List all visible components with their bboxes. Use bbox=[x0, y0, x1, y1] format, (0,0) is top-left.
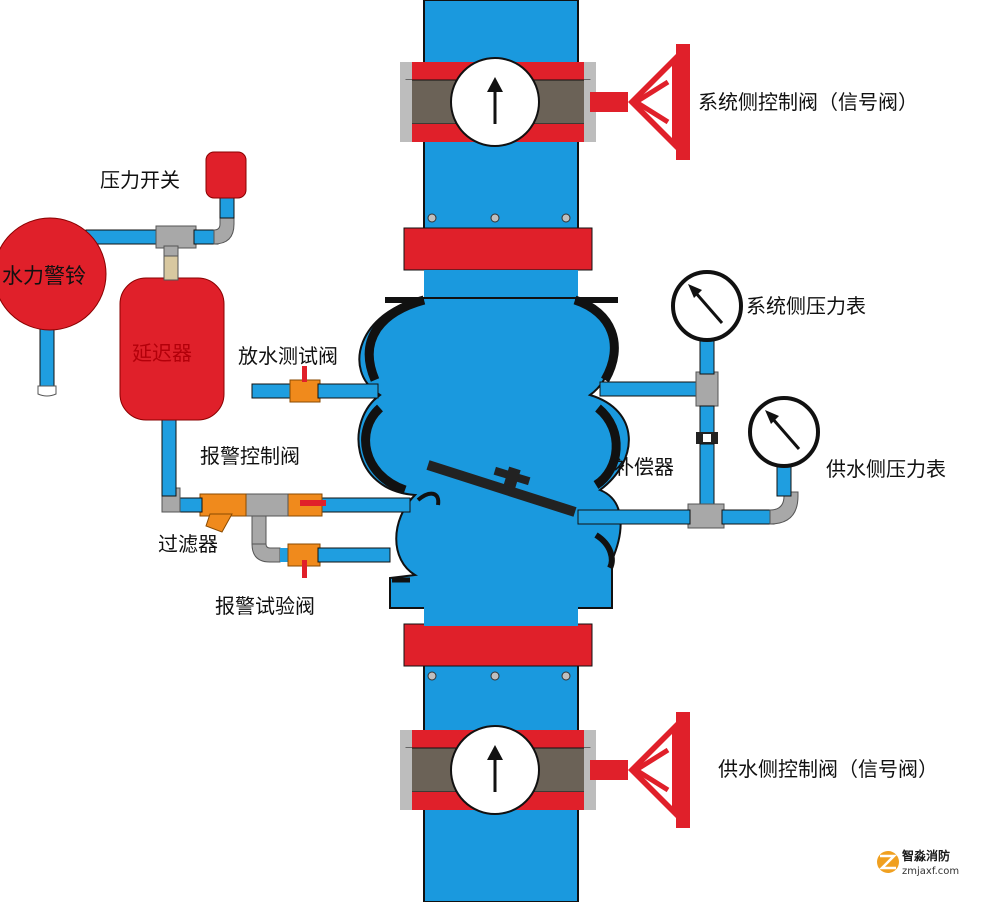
system-pressure-gauge-icon bbox=[671, 270, 743, 342]
label-supply-control-valve: 供水侧控制阀（信号阀） bbox=[718, 757, 938, 781]
supply-side-control-valve bbox=[400, 712, 690, 828]
drain-test-valve-assembly bbox=[251, 366, 379, 403]
label-supply-pressure-gauge: 供水侧压力表 bbox=[826, 457, 946, 481]
brand-logo: 智淼消防 zmjaxf.com bbox=[877, 848, 959, 877]
upper-flange bbox=[403, 213, 593, 284]
label-alarm-test-valve: 报警试验阀 bbox=[215, 594, 315, 618]
system-side-control-valve bbox=[400, 44, 690, 160]
alarm-valve-body bbox=[357, 295, 630, 609]
water-bell-icon bbox=[0, 217, 107, 331]
label-system-pressure-gauge: 系统侧压力表 bbox=[746, 294, 866, 318]
supply-pressure-gauge-icon bbox=[748, 396, 820, 468]
logo-site: zmjaxf.com bbox=[902, 866, 959, 877]
pressure-switch-icon bbox=[205, 151, 247, 199]
label-drain-test-valve: 放水测试阀 bbox=[238, 344, 338, 368]
label-filter: 过滤器 bbox=[158, 532, 218, 556]
bell-piping bbox=[37, 197, 235, 397]
delay-chamber-icon bbox=[119, 253, 225, 421]
label-system-control-valve: 系统侧控制阀（信号阀） bbox=[698, 90, 918, 114]
logo-name: 智淼消防 bbox=[901, 848, 950, 863]
label-compensator: 补偿器 bbox=[614, 455, 674, 479]
alarm-line-piping bbox=[161, 415, 411, 578]
label-alarm-control-valve: 报警控制阀 bbox=[200, 444, 300, 468]
label-delay-chamber: 延迟器 bbox=[132, 341, 192, 365]
label-water-bell: 水力警铃 bbox=[2, 264, 86, 288]
label-pressure-switch: 压力开关 bbox=[100, 168, 180, 192]
